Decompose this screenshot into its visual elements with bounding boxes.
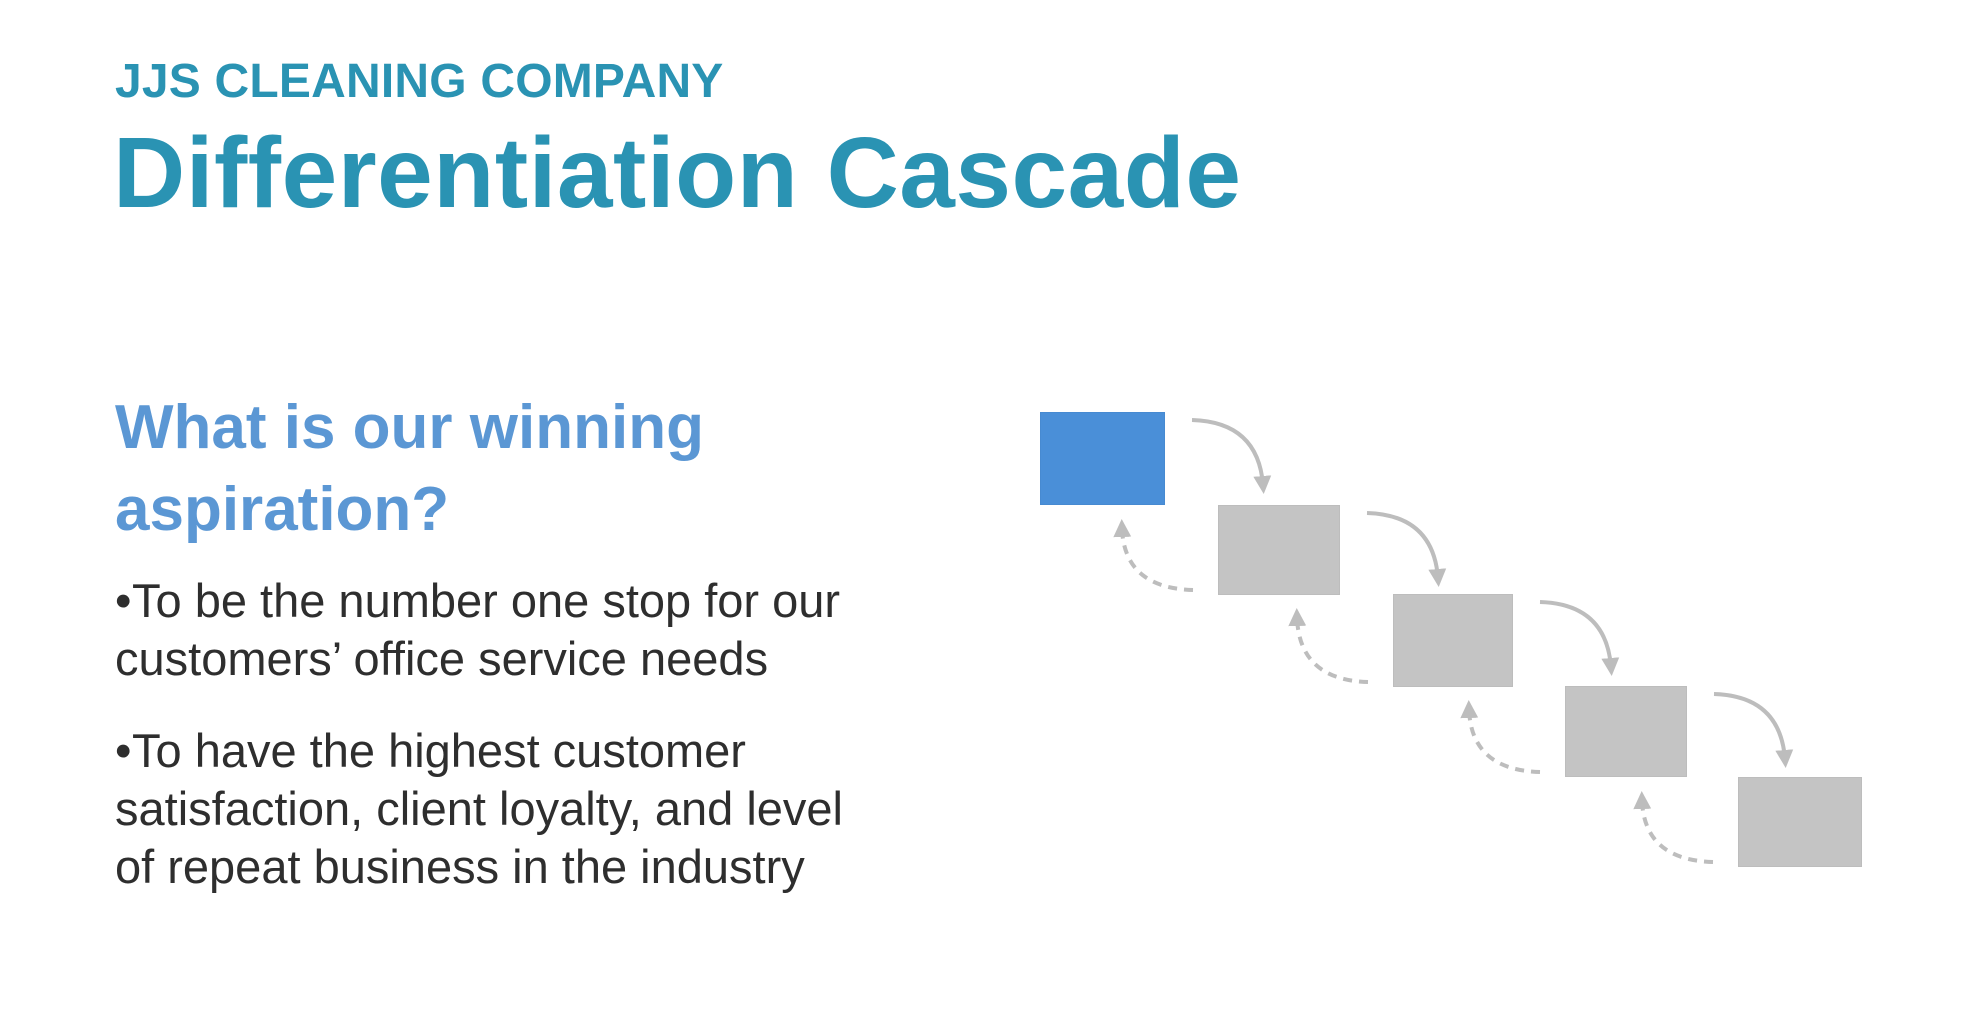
forward-arrow-icon: [1713, 692, 1794, 768]
cascade-step-4: [1565, 686, 1687, 777]
bullet-icon: •: [115, 574, 132, 627]
list-item-line: satisfaction, client loyalty, and level: [115, 782, 843, 835]
company-name: JJS CLEANING COMPANY: [115, 55, 724, 108]
list-item: •To have the highest customer satisfacti…: [115, 722, 935, 896]
page-title: Differentiation Cascade: [113, 117, 1242, 229]
list-item: •To be the number one stop for our custo…: [115, 572, 935, 688]
forward-arrow-icon: [1539, 600, 1620, 676]
forward-arrow-icon: [1191, 418, 1272, 494]
cascade-step-5: [1738, 777, 1862, 867]
cascade-step-2: [1218, 505, 1340, 595]
cascade-step-3: [1393, 594, 1513, 687]
cascade-step-1: [1040, 412, 1165, 505]
list-item-text: To have the highest customer: [132, 724, 746, 777]
aspiration-list: •To be the number one stop for our custo…: [115, 572, 935, 930]
list-item-line: of repeat business in the industry: [115, 840, 805, 893]
back-arrow-icon: [1113, 519, 1194, 592]
question-line: What is our winning: [115, 393, 704, 462]
question-line: aspiration?: [115, 475, 450, 544]
list-item-line: •To have the highest customer: [115, 722, 935, 780]
bullet-icon: •: [115, 724, 132, 777]
list-item-text: To be the number one stop for our: [132, 574, 841, 627]
list-item-line: customers’ office service needs: [115, 632, 769, 685]
section-question: What is our winning aspiration?: [115, 387, 835, 551]
back-arrow-icon: [1633, 791, 1714, 864]
back-arrow-icon: [1460, 700, 1541, 774]
back-arrow-icon: [1288, 608, 1369, 684]
forward-arrow-icon: [1366, 511, 1447, 587]
list-item-line: •To be the number one stop for our: [115, 572, 935, 630]
